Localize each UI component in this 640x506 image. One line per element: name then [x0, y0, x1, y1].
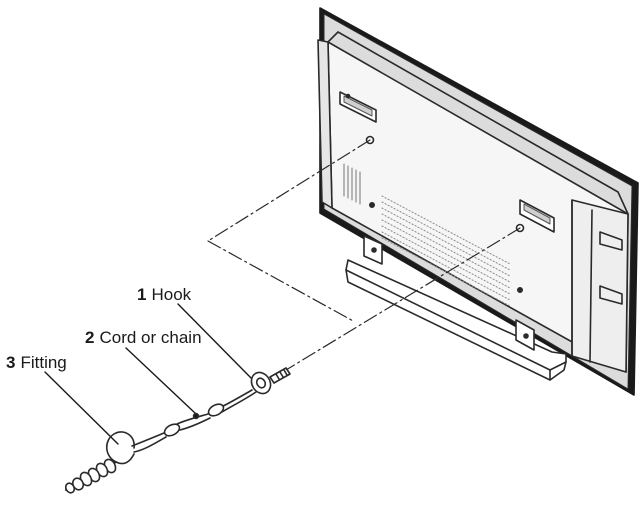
callout-text: Fitting [20, 353, 67, 372]
fitting-icon [64, 431, 135, 494]
guide-lines [207, 139, 521, 371]
leader-lines [44, 303, 254, 445]
callout-number: 3 [6, 353, 16, 372]
callout-number: 1 [137, 285, 147, 304]
tv-back-illustration [317, 7, 639, 396]
callout-text: Cord or chain [99, 328, 202, 347]
callout-text: Hook [151, 285, 192, 304]
cord-icon [131, 389, 257, 453]
callout-number: 2 [85, 328, 95, 347]
hook-icon [250, 367, 291, 395]
